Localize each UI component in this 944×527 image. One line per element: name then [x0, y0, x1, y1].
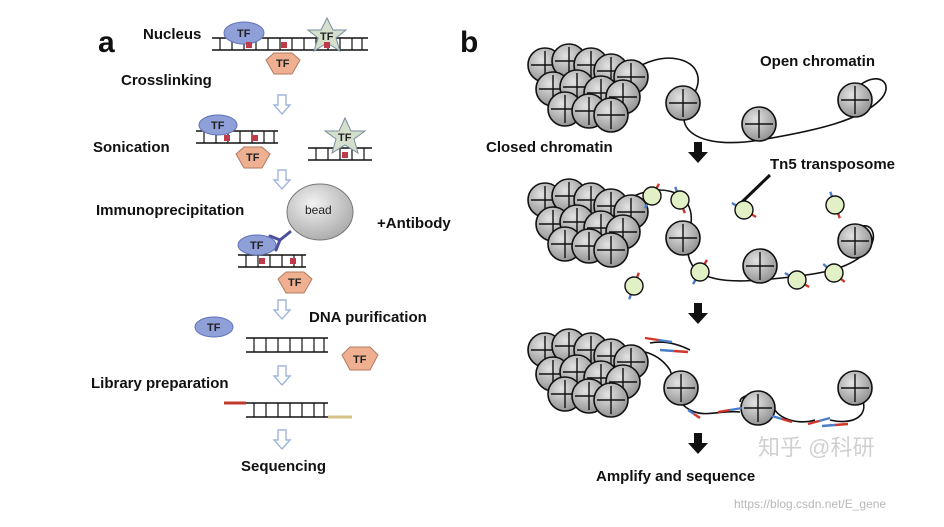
down-arrow-icon	[272, 429, 292, 451]
sequencing-label: Sequencing	[241, 458, 326, 475]
down-arrow-icon	[272, 94, 292, 116]
tagmented-fragment-icon	[821, 422, 849, 428]
sonication-label: Sonication	[93, 139, 170, 156]
open-nucleosome-icon	[741, 106, 777, 142]
bead-label: bead	[305, 203, 332, 217]
tn5-transposome-icon	[642, 183, 662, 209]
tf-orange-icon	[235, 146, 271, 169]
tf-blue-icon	[237, 234, 277, 256]
tn5-pointer-line	[740, 173, 772, 204]
tn5-transposome-icon	[825, 191, 845, 219]
open-nucleosome-icon	[837, 370, 873, 406]
zhihu-watermark: 知乎 @科研	[758, 435, 874, 460]
tf-orange-icon	[341, 346, 379, 371]
down-arrow-icon	[688, 142, 708, 163]
tf-label: TF	[276, 58, 290, 70]
library-dna	[224, 401, 352, 419]
immunoprecipitation-label: Immunoprecipitation	[96, 202, 244, 219]
open-nucleosome-icon	[837, 82, 873, 118]
tf-blue-icon	[194, 316, 234, 338]
open-nucleosome-icon	[837, 223, 873, 259]
tf-orange-icon	[265, 52, 301, 75]
down-arrow-icon	[688, 433, 708, 454]
tn5-transposome-icon	[731, 200, 757, 220]
nucleus-dna-complex: TF TF TF	[212, 16, 368, 75]
open-nucleosome-icon	[663, 370, 699, 406]
tagmented-fragment-icon	[687, 409, 701, 419]
tn5-transposome-label: Tn5 transposome	[770, 156, 895, 173]
nucleus-label: Nucleus	[143, 26, 201, 43]
bead-icon	[286, 183, 354, 241]
tf-label: TF	[237, 28, 251, 40]
crosslinking-label: Crosslinking	[121, 72, 212, 89]
tagmented-fragment-icon	[644, 336, 673, 344]
open-nucleosome-icon	[665, 85, 701, 121]
fragmented-chromatin-row	[527, 328, 873, 428]
tn5-transposome-icon	[822, 263, 846, 283]
tf-label: TF	[338, 132, 352, 144]
tn5-transposome-icon	[690, 259, 710, 285]
tf-label: TF	[250, 240, 264, 252]
sonication-fragments: TF TF TF	[196, 114, 372, 169]
tagmented-fragment-icon	[659, 348, 689, 354]
tagmented-fragment-icon	[717, 406, 743, 414]
closed-chromatin-label: Closed chromatin	[486, 139, 613, 156]
down-arrow-icon	[272, 169, 292, 191]
tn5-transposome-icon	[670, 186, 690, 214]
open-nucleosome-icon	[742, 248, 778, 284]
open-nucleosome-icon	[740, 390, 776, 426]
antibody-icon	[268, 230, 292, 252]
panel-b-letter: b	[460, 26, 478, 59]
down-arrow-icon	[272, 365, 292, 387]
down-arrow-icon	[272, 299, 292, 321]
tf-label: TF	[211, 120, 225, 132]
library-preparation-label: Library preparation	[91, 375, 229, 392]
tf-label: TF	[288, 277, 302, 289]
tagmented-fragment-icon	[771, 414, 793, 424]
tf-label: TF	[320, 31, 334, 43]
panel-a-letter: a	[98, 26, 115, 59]
tagmented-fragment-icon	[807, 416, 831, 426]
tf-label: TF	[246, 152, 260, 164]
star-factor-icon	[323, 116, 367, 155]
closed-nucleosome-icon	[593, 232, 629, 268]
immunoprecipitation-complex: bead TF TF	[237, 183, 354, 294]
dna-purification-label: DNA purification	[309, 309, 427, 326]
down-arrow-icon	[688, 303, 708, 324]
tn5-transposome-icon	[784, 270, 810, 290]
tf-label: TF	[207, 322, 221, 334]
tf-label: TF	[353, 354, 367, 366]
tf-blue-icon	[223, 21, 265, 45]
tf-orange-icon	[277, 271, 313, 294]
closed-nucleosome-icon	[593, 97, 629, 133]
open-chromatin-row	[527, 43, 887, 144]
open-chromatin-label: Open chromatin	[760, 53, 875, 70]
tn5-transposome-icon	[624, 272, 644, 300]
amplify-label: Amplify and sequence	[596, 468, 755, 485]
tn5-bound-chromatin-row	[527, 173, 875, 300]
csdn-watermark: https://blog.csdn.net/E_gene	[734, 497, 886, 511]
open-nucleosome-icon	[665, 220, 701, 256]
purified-dna: TF TF	[194, 316, 379, 371]
antibody-label: +Antibody	[377, 215, 451, 232]
closed-nucleosome-icon	[593, 382, 629, 418]
tf-blue-icon	[198, 114, 238, 136]
